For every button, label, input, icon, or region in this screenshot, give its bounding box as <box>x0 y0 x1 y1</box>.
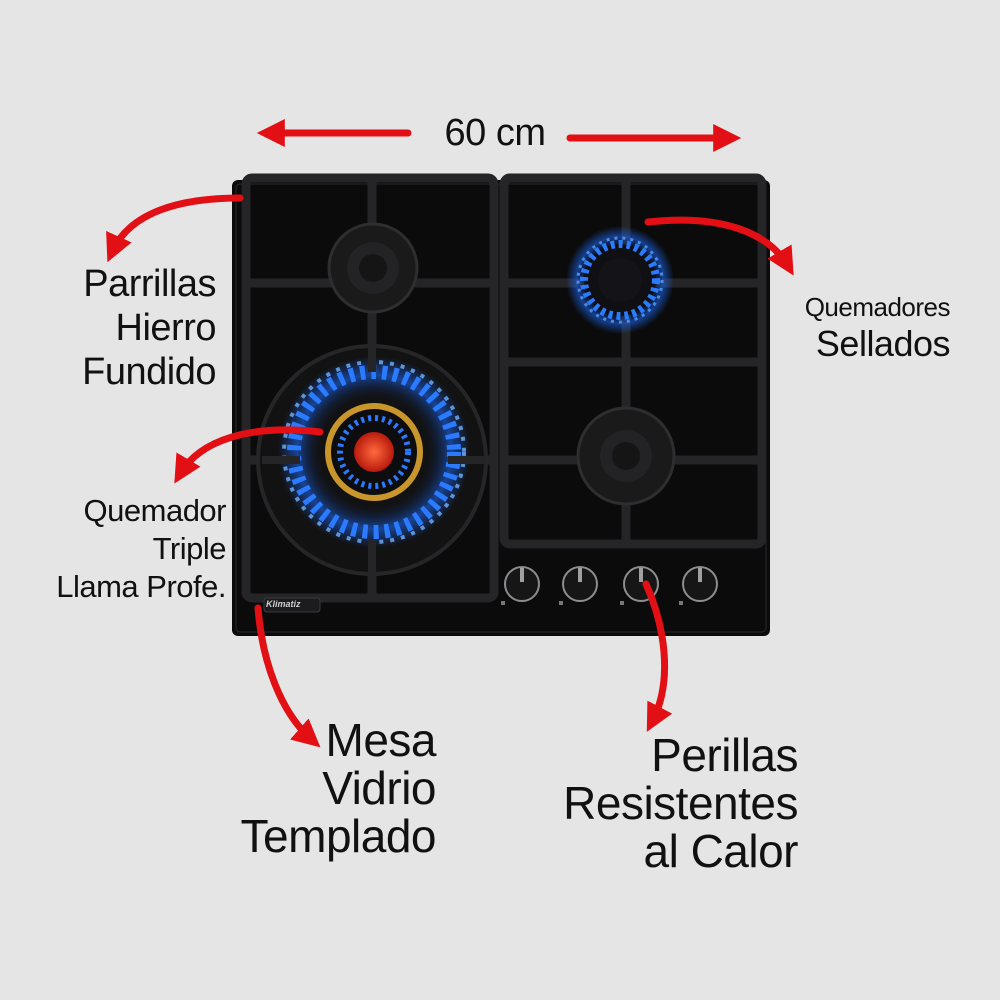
brand-logo <box>263 597 321 613</box>
arrow-perillas <box>642 580 673 732</box>
callout-line: Quemador <box>83 493 227 528</box>
callout-line: al Calor <box>643 825 798 877</box>
callout-line: Sellados <box>815 323 951 364</box>
callout-quemador-triple: Quemador Triple Llama Profe. <box>20 492 226 606</box>
callout-line: Fundido <box>82 351 216 393</box>
callout-perillas: Perillas Resistentes al Calor <box>540 731 798 875</box>
callout-line: Hierro <box>115 307 217 349</box>
knob-1[interactable] <box>501 566 540 605</box>
callout-mesa: Mesa Vidrio Templado <box>200 714 437 862</box>
callout-line: Llama Profe. <box>56 569 226 604</box>
callout-line: Resistentes <box>563 777 798 829</box>
callout-line: Mesa <box>325 714 437 766</box>
arrow-parrillas <box>106 194 244 263</box>
arrow-quemadores <box>644 216 794 276</box>
burner-back-left <box>327 222 419 314</box>
knob-2[interactable] <box>559 566 598 605</box>
callout-line: Perillas <box>651 729 798 781</box>
triple-flame-burner <box>256 344 488 576</box>
knob-4[interactable] <box>679 566 718 605</box>
callout-quemadores-sellados: Quemadores Sellados <box>752 290 951 364</box>
arrow-quemador-triple <box>174 426 324 484</box>
dimension-label: 60 cm <box>444 112 546 154</box>
burner-back-right-lit <box>566 226 674 334</box>
callout-line: Vidrio <box>322 762 436 814</box>
callout-line: Templado <box>240 810 437 862</box>
callout-line: Triple <box>152 531 227 566</box>
callout-arrows <box>106 119 794 748</box>
callout-line: Quemadores <box>804 292 951 322</box>
callout-line: Parrillas <box>83 263 216 305</box>
callout-parrillas: Parrillas Hierro Fundido <box>30 262 216 394</box>
burner-front-right <box>576 406 676 506</box>
brand-name: Klimatiz <box>266 599 301 609</box>
arrow-mesa <box>254 604 321 748</box>
